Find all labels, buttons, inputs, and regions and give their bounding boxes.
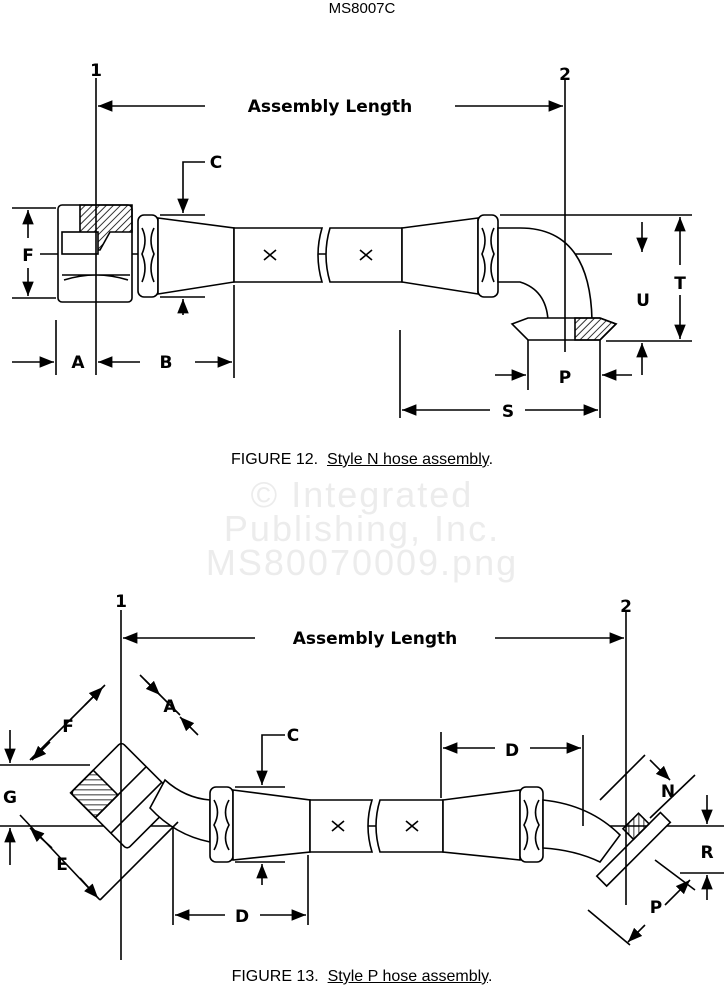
watermark-line: Publishing, Inc.: [223, 508, 501, 549]
watermark-line: MS80070009.png: [205, 542, 519, 583]
caption-prefix: FIGURE 13.: [231, 968, 319, 985]
hose: [325, 227, 403, 283]
socket: [232, 789, 311, 861]
watermark: © Integrated Publishing, Inc. MS80070009…: [0, 474, 724, 583]
collar-detail: [523, 799, 540, 851]
caption-suffix: .: [487, 968, 493, 985]
dim-P-label: P: [559, 368, 571, 388]
dim-U-label: U: [636, 291, 650, 311]
angled-flange: [595, 811, 672, 888]
hose-braid-mark: [331, 820, 345, 832]
dim-F-label: F: [22, 246, 34, 266]
dim-D-left-label: D: [235, 907, 249, 927]
caption-suffix: .: [488, 451, 494, 468]
ref-line-1-label: 1: [115, 592, 127, 612]
collar: [137, 214, 159, 298]
hose: [309, 799, 374, 853]
ref-line-2-label: 2: [620, 597, 632, 617]
hose-braid-mark: [359, 249, 373, 261]
ref-line-1-label: 1: [90, 61, 102, 81]
caption-title: Style N hose assembly: [327, 451, 489, 468]
dim-R-label: R: [700, 843, 713, 863]
collar-detail: [213, 799, 230, 851]
dim-C-label: C: [287, 726, 299, 746]
figure-12-drawing: 1 2 Assembly Length F C A B T U P S: [12, 61, 692, 422]
dim-S-label: S: [502, 402, 514, 422]
assembly-length-label: Assembly Length: [293, 629, 458, 649]
angled-nut: [69, 742, 178, 849]
flange-section: [574, 317, 618, 341]
socket: [401, 217, 479, 295]
caption-title: Style P hose assembly: [327, 968, 488, 985]
hose-braid-mark: [263, 249, 277, 261]
dim-P-label: P: [650, 898, 662, 918]
socket: [157, 217, 235, 295]
dim-T-label: T: [674, 274, 686, 294]
collar-detail: [481, 227, 495, 283]
collar-detail: [141, 227, 155, 283]
hose: [375, 799, 444, 853]
ref-line-2-label: 2: [559, 65, 571, 85]
dim-A-label: A: [71, 353, 85, 373]
figure-13-drawing: 1 2 Assembly Length G F A E C D D: [0, 592, 724, 960]
hose-braid-mark: [405, 820, 419, 832]
figure-13-caption: FIGURE 13. Style P hose assembly.: [0, 968, 724, 986]
dim-D-right-label: D: [505, 741, 519, 761]
dim-B-label: B: [160, 353, 173, 373]
dim-E-label: E: [56, 855, 68, 875]
caption-prefix: FIGURE 12.: [230, 451, 319, 468]
nut: [71, 742, 178, 849]
flange: [595, 811, 672, 888]
document-id: MS8007C: [328, 0, 396, 17]
dim-A-label: A: [163, 697, 177, 717]
assembly-length-label: Assembly Length: [248, 97, 413, 117]
figure-12-caption: FIGURE 12. Style N hose assembly.: [0, 451, 724, 469]
watermark-line: © Integrated: [250, 474, 474, 515]
dim-F-label: F: [62, 717, 74, 737]
socket: [442, 789, 521, 861]
collar: [477, 214, 499, 298]
dim-N-label: N: [661, 782, 675, 802]
nut-bore: [61, 231, 99, 255]
elbow: [497, 227, 593, 321]
hose: [233, 227, 324, 283]
dim-C-label: C: [210, 153, 222, 173]
elbow: [542, 799, 622, 864]
dim-G-label: G: [3, 788, 17, 808]
flange-section: [621, 812, 651, 841]
